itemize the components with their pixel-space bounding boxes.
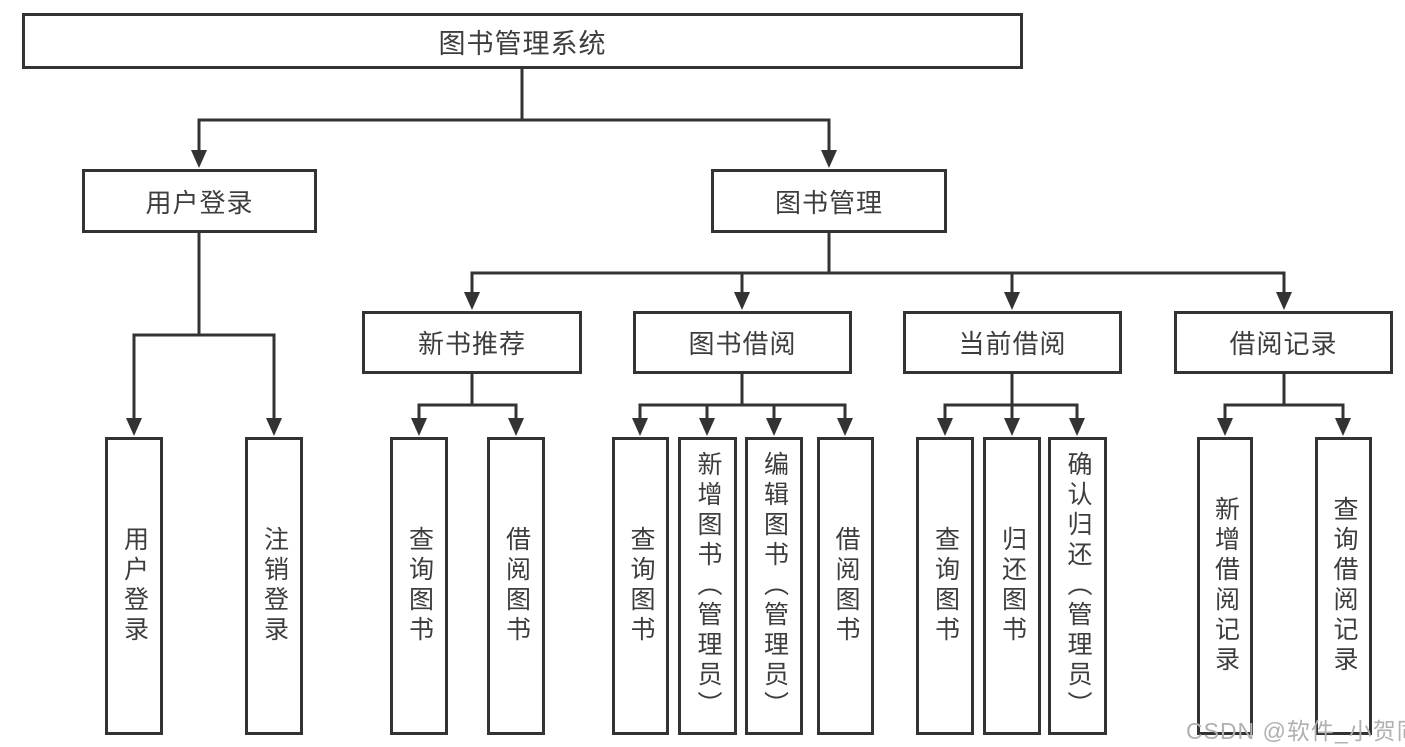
node-current-query-books: 查询图书: [916, 437, 974, 735]
node-borrowing-records: 借阅记录: [1174, 311, 1393, 374]
node-book-borrowing: 图书借阅: [633, 311, 852, 374]
node-borrowing-query-books: 查询图书: [612, 437, 669, 735]
node-add-borrow-record-label: 新增借阅记录: [1211, 496, 1240, 676]
node-user-login: 用户登录: [105, 437, 163, 735]
node-borrowing-records-label: 借阅记录: [1229, 329, 1338, 359]
node-book-management-label: 图书管理: [774, 187, 883, 218]
node-book-borrowing-label: 图书借阅: [688, 329, 797, 359]
node-confirm-return-admin-label: 确认归还（管理员）: [1064, 451, 1092, 721]
node-user-login-branch: 用户登录: [82, 169, 317, 233]
node-current-borrowing-label: 当前借阅: [958, 329, 1067, 359]
node-current-borrowing: 当前借阅: [903, 311, 1122, 374]
node-user-login-label: 用户登录: [120, 526, 149, 646]
node-logout: 注销登录: [245, 437, 303, 735]
node-borrowing-borrow-books: 借阅图书: [817, 437, 874, 735]
node-user-login-branch-label: 用户登录: [145, 187, 254, 218]
node-recommend-query-books: 查询图书: [390, 437, 448, 735]
node-add-books-admin-label: 新增图书（管理员）: [694, 451, 722, 721]
node-add-borrow-record: 新增借阅记录: [1197, 437, 1253, 735]
node-current-query-books-label: 查询图书: [931, 526, 960, 646]
node-book-management: 图书管理: [711, 169, 947, 233]
node-query-borrow-record-label: 查询借阅记录: [1330, 496, 1358, 676]
node-return-books-label: 归还图书: [998, 526, 1027, 646]
node-recommend-query-books-label: 查询图书: [405, 526, 434, 646]
node-edit-books-admin: 编辑图书（管理员）: [745, 437, 803, 735]
node-root: 图书管理系统: [22, 13, 1023, 69]
node-recommend-borrow-books: 借阅图书: [487, 437, 545, 735]
node-return-books: 归还图书: [983, 437, 1041, 735]
node-logout-label: 注销登录: [260, 526, 289, 646]
node-add-books-admin: 新增图书（管理员）: [678, 437, 737, 735]
node-recommend-borrow-books-label: 借阅图书: [502, 526, 531, 646]
node-borrowing-query-books-label: 查询图书: [627, 526, 655, 646]
node-root-label: 图书管理系统: [438, 28, 607, 59]
node-edit-books-admin-label: 编辑图书（管理员）: [760, 451, 789, 721]
csdn-watermark: CSDN @软件_小贺同学: [1186, 718, 1405, 744]
node-new-book-recommend: 新书推荐: [362, 311, 582, 374]
node-confirm-return-admin: 确认归还（管理员）: [1048, 437, 1107, 735]
node-query-borrow-record: 查询借阅记录: [1315, 437, 1372, 735]
node-new-book-recommend-label: 新书推荐: [417, 329, 526, 359]
node-borrowing-borrow-books-label: 借阅图书: [832, 526, 860, 646]
